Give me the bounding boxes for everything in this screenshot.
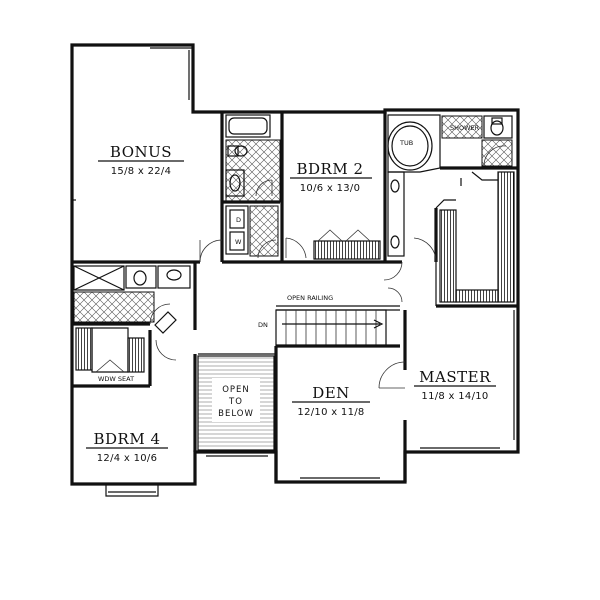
tub-label: TUB xyxy=(399,139,413,147)
hall-doors xyxy=(154,239,403,334)
den xyxy=(274,310,407,482)
bdrm4-bath xyxy=(72,262,197,330)
bonus-room xyxy=(72,112,224,264)
bonus-dims: 15/8 x 22/4 xyxy=(111,166,172,177)
open-below-line-3: BELOW xyxy=(218,409,254,419)
bedroom-4: WDW SEAT xyxy=(72,327,197,497)
open-below-line-1: OPEN xyxy=(222,385,250,395)
master-closet xyxy=(413,166,518,308)
bdrm2-dims: 10/6 x 13/0 xyxy=(300,183,361,194)
stair-down-label: DN xyxy=(258,321,268,329)
master-title: MASTER xyxy=(419,368,491,386)
stair-treads xyxy=(285,310,377,346)
open-below-line-2: TO xyxy=(228,397,243,407)
open-railing-label: OPEN RAILING xyxy=(287,294,333,302)
bdrm4-dims: 12/4 x 10/6 xyxy=(97,453,158,464)
room-labels: BONUS 15/8 x 22/4 BDRM 2 10/6 x 13/0 MAS… xyxy=(86,143,496,464)
master-dims: 11/8 x 14/10 xyxy=(421,391,488,402)
bonus-title: BONUS xyxy=(110,143,172,161)
bdrm2-title: BDRM 2 xyxy=(296,160,363,178)
laundry: D W xyxy=(222,205,282,264)
hall-bath xyxy=(222,114,281,204)
bedroom-2 xyxy=(280,112,387,264)
dryer-label: D xyxy=(236,216,241,224)
den-title: DEN xyxy=(312,384,350,402)
washer-label: W xyxy=(235,238,242,246)
master-bath: TUB SHOWER xyxy=(385,114,513,264)
den-dims: 12/10 x 11/8 xyxy=(297,407,364,418)
shower-label: SHOWER xyxy=(450,124,480,132)
bdrm4-title: BDRM 4 xyxy=(93,430,160,448)
stairwell: OPEN RAILING DN xyxy=(258,294,400,347)
open-to-below: OPEN TO BELOW xyxy=(197,353,276,457)
window-seat-label: WDW SEAT xyxy=(98,375,134,383)
